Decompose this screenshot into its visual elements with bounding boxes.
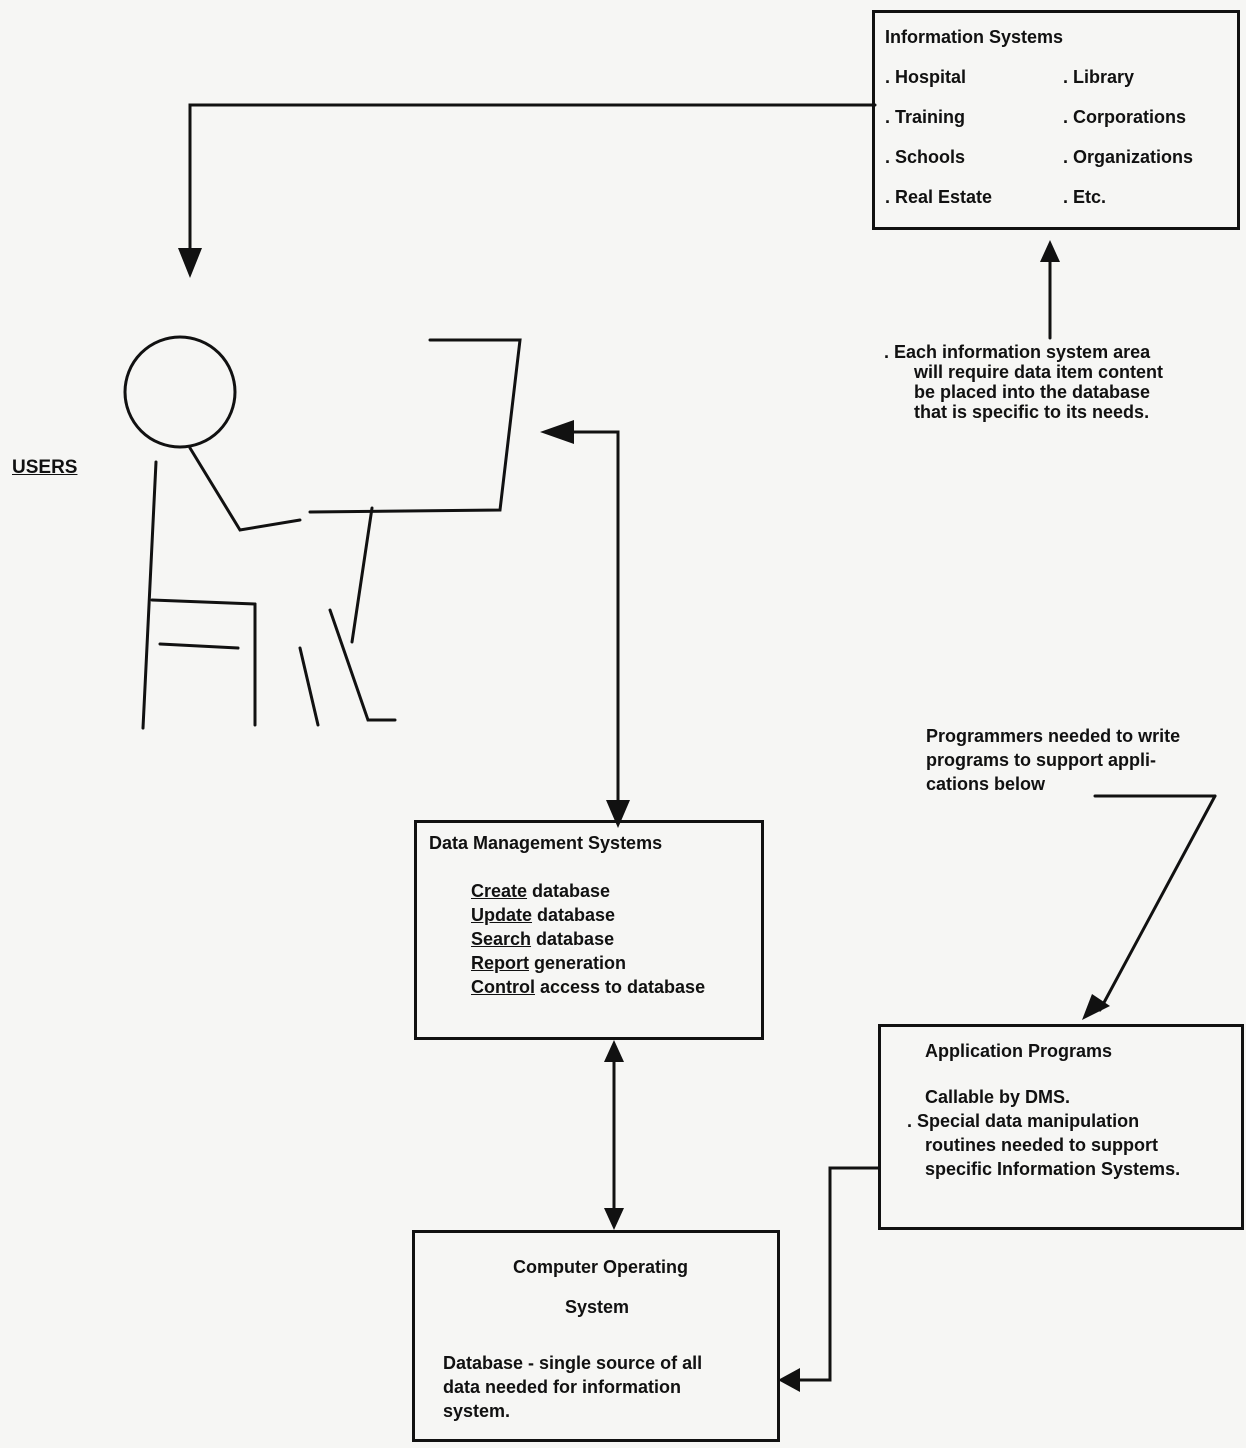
terminal-dms-line: [550, 430, 620, 820]
dms-item: Search database: [471, 929, 615, 949]
terminal-stand: [350, 506, 374, 644]
info-note-line: Each information system area: [894, 342, 1151, 362]
info-systems-title: Information Systems: [885, 27, 1064, 47]
info-item: Training: [885, 107, 965, 129]
data-management-systems-box: Data Management Systems Create database …: [414, 820, 764, 1040]
arrowhead-dms-top: [606, 800, 630, 828]
user-seat: [158, 642, 240, 650]
arrowhead-user: [178, 248, 202, 278]
dms-item: Control access to database: [471, 977, 706, 997]
info-item: Schools: [885, 147, 965, 169]
arrowhead-terminal: [540, 420, 574, 444]
info-note-line: that is specific to its needs.: [914, 402, 1150, 422]
user-leg-lower: [328, 608, 397, 722]
programmers-note-line: Programmers needed to write: [926, 726, 1181, 746]
dms-title: Data Management Systems: [429, 833, 663, 853]
user-head: [123, 335, 237, 449]
users-label: USERS: [12, 457, 78, 478]
cos-line: data needed for information: [443, 1377, 682, 1397]
apps-title: Application Programs: [925, 1041, 1113, 1061]
arrowhead-cos: [604, 1208, 624, 1230]
arrowhead-db: [778, 1368, 800, 1392]
info-item: Hospital: [885, 67, 966, 89]
user-chair-leg-2: [298, 646, 320, 727]
dms-item: Update database: [471, 905, 616, 925]
info-item: Organizations: [1063, 147, 1193, 169]
user-body: [141, 460, 158, 730]
arrowhead-info: [1040, 240, 1060, 262]
arrowhead-apps: [1082, 994, 1110, 1020]
dms-item: Create database: [471, 881, 611, 901]
terminal: [308, 338, 522, 514]
cos-line: system.: [443, 1401, 511, 1421]
dms-item: Report generation: [471, 953, 627, 973]
arrowhead-dms-bottom: [604, 1040, 624, 1062]
user-arm: [188, 446, 302, 532]
info-item: Etc.: [1063, 187, 1106, 209]
computer-operating-system-box: Computer Operating System Database - sin…: [412, 1230, 780, 1442]
info-item: Library: [1063, 67, 1134, 89]
cos-title-2: System: [565, 1297, 630, 1317]
information-systems-box: Information Systems Hospital Library Tra…: [872, 10, 1240, 230]
programmers-note-line: programs to support appli-: [926, 750, 1157, 770]
info-item: Corporations: [1063, 107, 1186, 129]
application-programs-box: Application Programs Callable by DMS. . …: [878, 1024, 1244, 1230]
info-item: Real Estate: [885, 187, 992, 209]
user-leg-upper: [150, 598, 257, 606]
programmers-arrow-line: [1098, 794, 1217, 1012]
cos-line: Database - single source of all: [443, 1353, 703, 1373]
apps-line: Callable by DMS.: [925, 1087, 1071, 1107]
info-note-line: will require data item content: [914, 362, 1164, 382]
info-note-line: be placed into the database: [914, 382, 1151, 402]
apps-line: specific Information Systems.: [925, 1159, 1181, 1179]
apps-db-line: [782, 1166, 880, 1382]
apps-line: routines needed to support: [925, 1135, 1159, 1155]
apps-line: Special data manipulation: [917, 1111, 1140, 1131]
info-to-user-line: [188, 103, 877, 257]
programmers-note-line: cations below: [926, 774, 1046, 794]
cos-title: Computer Operating: [513, 1257, 689, 1277]
